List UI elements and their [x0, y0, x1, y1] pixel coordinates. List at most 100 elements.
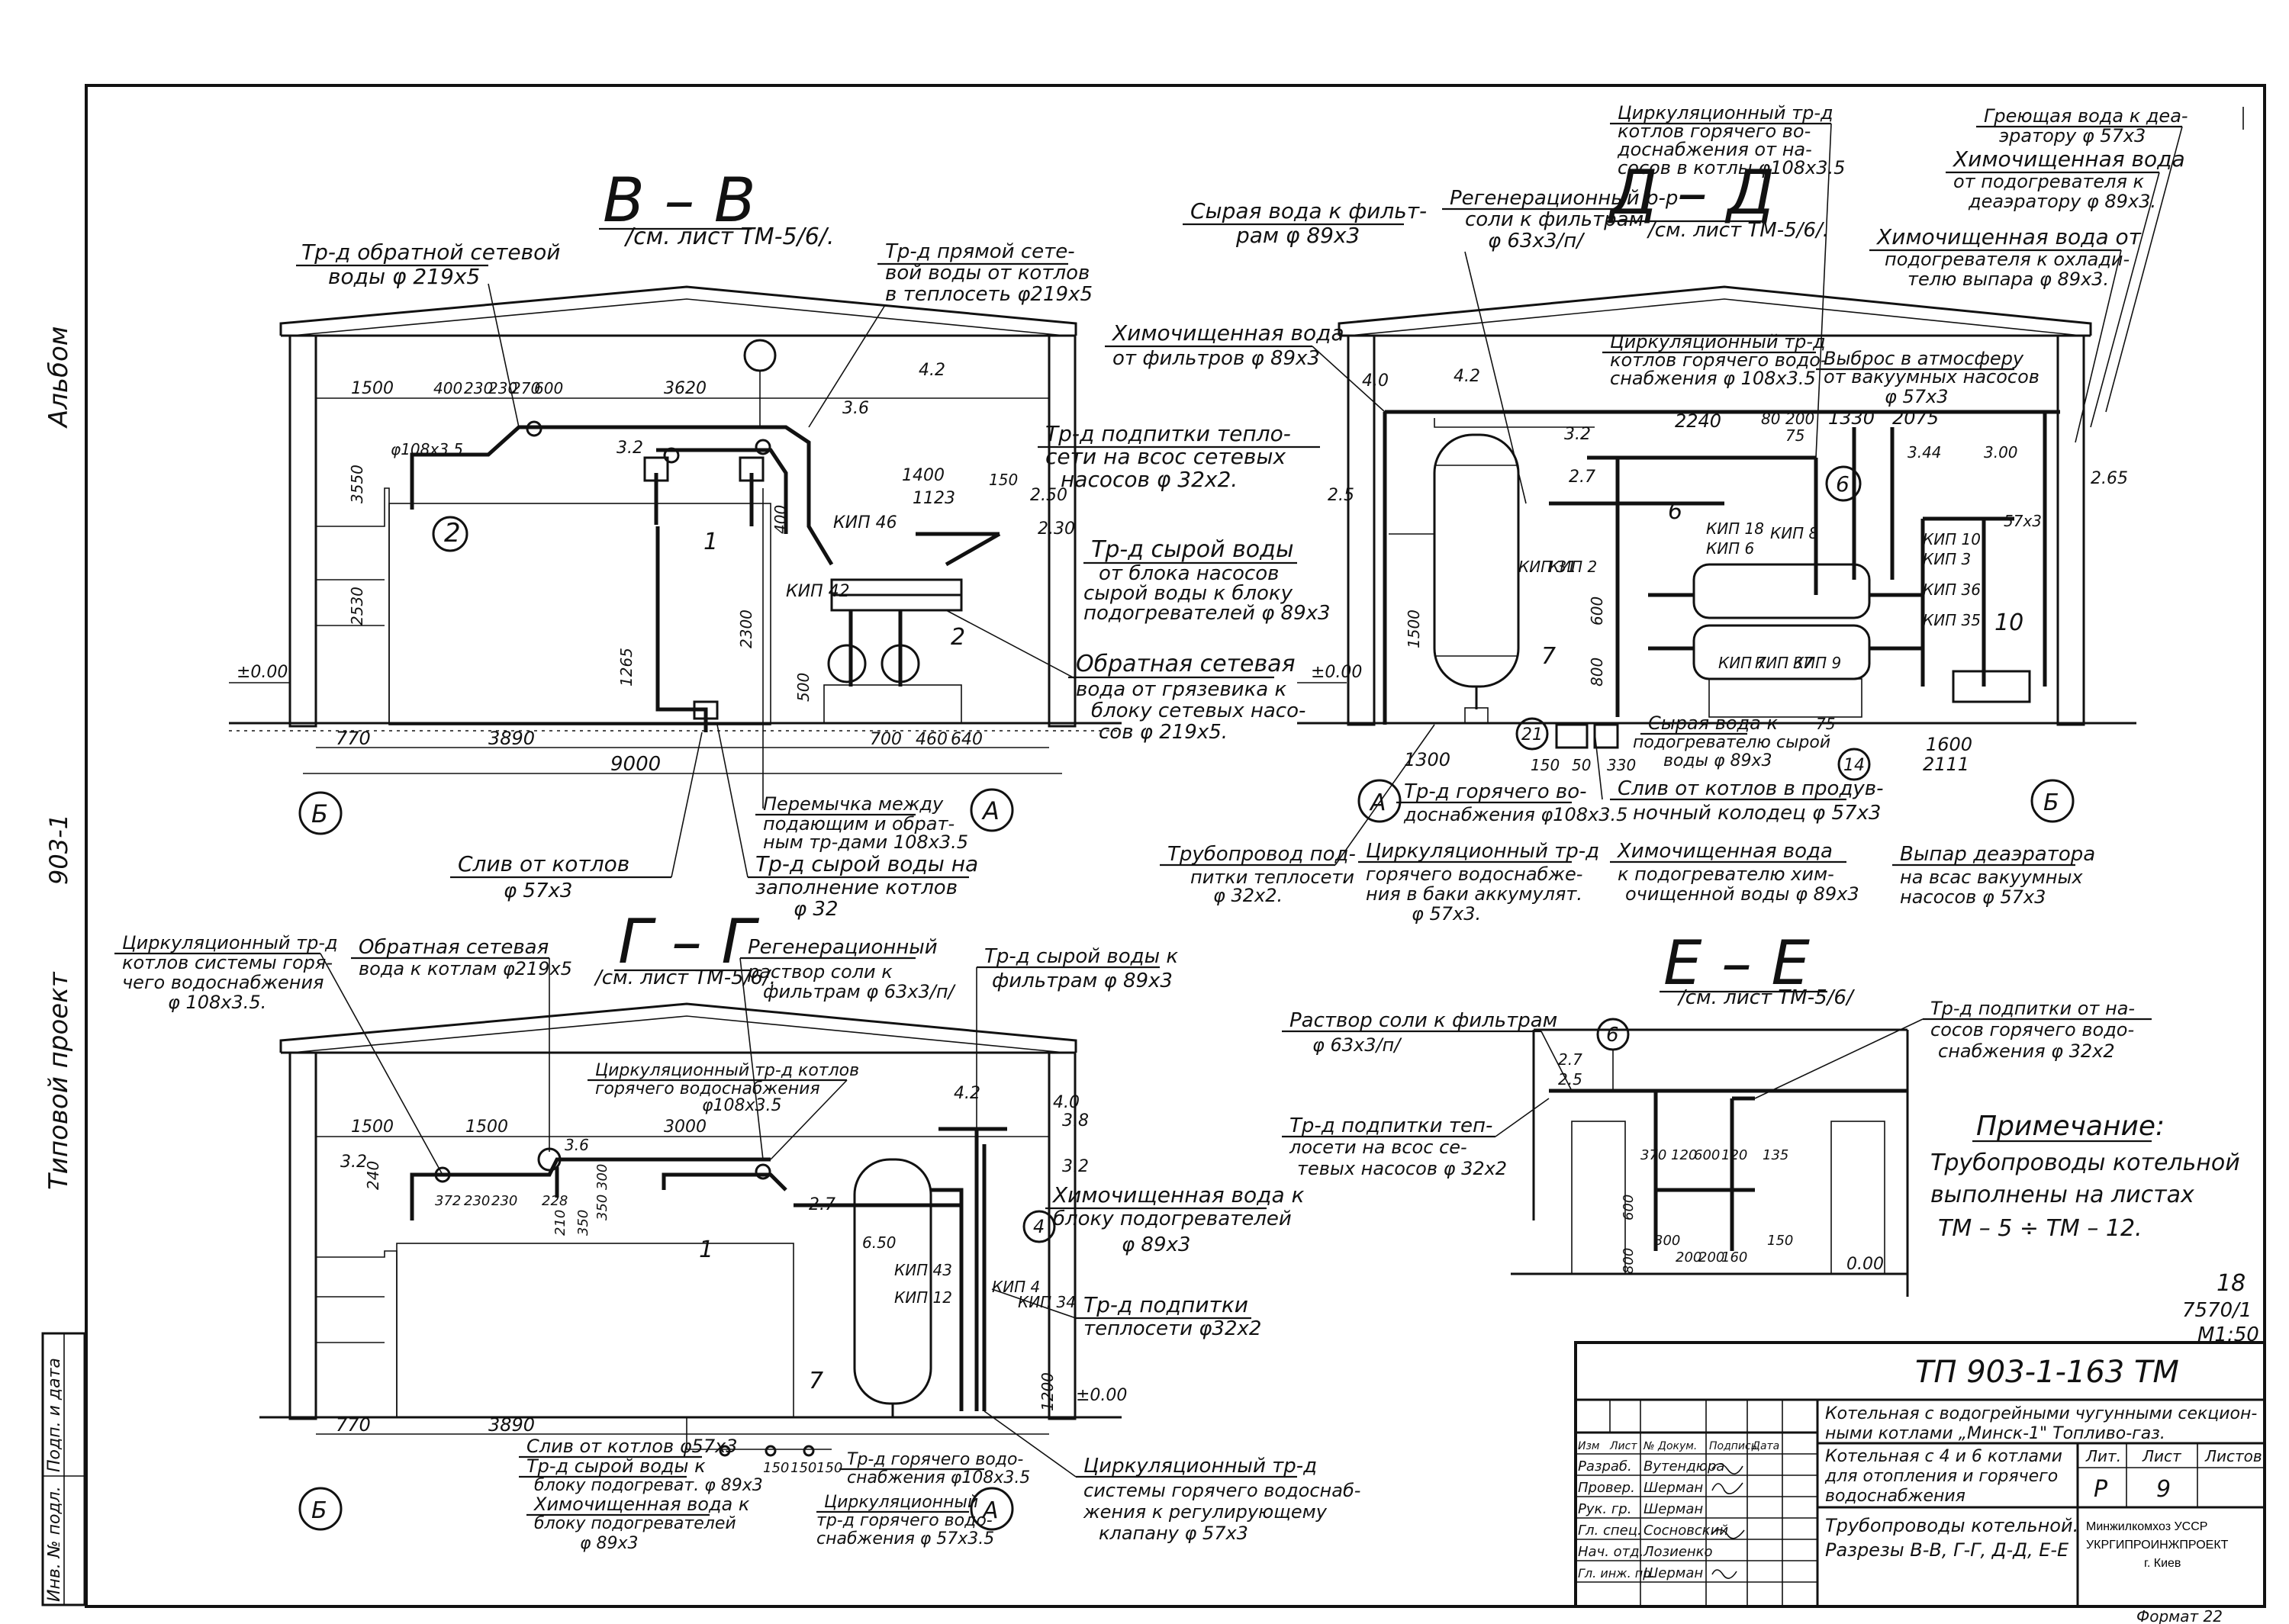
note-block: Примечание: Трубопроводы котельной выпол… [1930, 1111, 2240, 1242]
gg-dim-32: 3.2 [340, 1153, 367, 1172]
dd-label-chem-dea: Химочищенная вода [1952, 146, 2185, 172]
tb-col-list: Лист [1609, 1440, 1637, 1452]
gg-axis-a: А [981, 1497, 999, 1524]
dd-label-raw-heater-3: воды φ 89x3 [1663, 751, 1772, 770]
dd-dim-265: 2.65 [2091, 469, 2128, 488]
dd-label-raw-heater-2: подогревателю сырой [1633, 733, 1830, 752]
format-label: Формат 22 [2136, 1607, 2223, 1624]
gg-kip-12: КИП 12 [894, 1288, 952, 1307]
gg-label-chem-block-3: φ 89x3 [1122, 1233, 1190, 1256]
tb-col-doc: № Докум. [1643, 1440, 1697, 1452]
dd-item-7: 7 [1541, 643, 1556, 670]
vv-label-jumper-3: ным тр-дами 108x3.5 [763, 831, 968, 853]
inv-no-label: Инв. № подл. [45, 1486, 64, 1602]
tb-lit: Р [2094, 1476, 2108, 1503]
gg-label-circ-hot-3: снабжения φ 57x3.5 [816, 1529, 994, 1548]
vv-dim-9000: 9000 [610, 753, 661, 776]
gg-dim-210: 210 [552, 1210, 568, 1236]
vv-label-return-net-2: воды φ 219x5 [328, 264, 480, 289]
dd-item-6b: 6 [1836, 471, 1850, 497]
gg-label-raw-block: Тр-д сырой воды к [526, 1455, 706, 1477]
dd-label-circ-top-2: котлов горячего во- [1618, 121, 1811, 142]
vv-label-makeup-3: насосов φ 32x2. [1061, 467, 1238, 492]
gg-label-chem-heaters: Химочищенная вода к [533, 1494, 750, 1515]
sign-date-label: Подп. и дата [45, 1358, 64, 1472]
ee-dim-370: 370 [1640, 1147, 1666, 1163]
dd-dim-2240: 2240 [1675, 410, 1721, 432]
section-dd-title: Д – Д [1608, 157, 1775, 228]
tb-code: ТП 903-1-163 ТМ [1915, 1355, 2179, 1390]
dd-label-circ-top-4: сосов в котлы φ108x3.5 [1618, 157, 1845, 178]
gg-label-chem-heaters-3: φ 89x3 [580, 1534, 639, 1553]
dd-label-regen: Регенерационный р-р [1450, 187, 1678, 210]
vv-dim-230a: 230 [464, 379, 493, 397]
gg-label-circ-sys-3: чего водоснабжения [122, 972, 324, 993]
vv-dim-460: 460 [916, 730, 948, 749]
vv-label-direct-net: Тр-д прямой сете- [885, 240, 1075, 263]
ee-label-salt: Раствор соли к фильтрам [1289, 1009, 1557, 1032]
dd-label-drain-well-2: ночный колодец φ 57x3 [1633, 802, 1881, 825]
section-dd-ref: /см. лист ТМ-5/6/. [1647, 219, 1829, 242]
gg-dim-350a: 350 [594, 1195, 610, 1220]
dd-label-makeup-pipe-2: питки теплосети [1190, 867, 1354, 888]
gg-dim-230a: 230 [464, 1193, 490, 1209]
ee-item-6: 6 [1606, 1024, 1619, 1047]
dd-dim-800: 800 [1588, 658, 1606, 687]
dd-label-circ-top-3: доснабжения от на- [1617, 139, 1812, 160]
gg-label-circ-boil: Циркуляционный тр-д котлов [595, 1061, 859, 1080]
gg-axis-b: Б [311, 1497, 327, 1524]
dd-kip-3: КИП 3 [1923, 550, 1971, 568]
tb-col-izm: Изм [1578, 1440, 1600, 1452]
vv-dim-3890: 3890 [488, 728, 535, 749]
vv-dim-500: 500 [794, 673, 813, 702]
ee-dim-150: 150 [1767, 1233, 1793, 1249]
dd-item-57x3: 57x3 [2004, 512, 2042, 530]
gg-level-000: ±0.00 [1076, 1386, 1127, 1405]
vv-dim-1500: 1500 [351, 379, 394, 398]
vv-dim-250: 2.50 [1030, 486, 1067, 505]
tb-col-date: Дата [1751, 1440, 1779, 1452]
dd-dim-42: 4.2 [1454, 367, 1480, 386]
dd-label-makeup-pipe: Трубопровод под- [1167, 843, 1356, 866]
vv-label-return-mud-4: сов φ 219x5. [1099, 721, 1228, 744]
section-vv: В – В /см. лист ТМ-5/6/. [229, 165, 1331, 921]
dd-kip-37: КИП 37 [1755, 654, 1813, 672]
ee-label-makeup-net-3: тевых насосов φ 32x2 [1297, 1158, 1507, 1179]
dd-item-6: 6 [1668, 498, 1682, 525]
gg-label-circ-sys-4: φ 108x3.5. [168, 992, 266, 1013]
gg-dim-36: 3.6 [565, 1136, 589, 1154]
tb-desc-2: ными котлами „Минск-1" Топливо-газ. [1825, 1424, 2165, 1443]
gg-label-regen: Регенерационный [748, 936, 938, 959]
dd-label-chem-cool-2: подогревателя к охлади- [1885, 249, 2130, 270]
gg-dim-1200: 1200 [1038, 1372, 1057, 1411]
ee-dim-200b: 200 [1698, 1249, 1724, 1265]
tb-sheet-title-2: Разрезы В-В, Г-Г, Д-Д, Е-Е [1825, 1539, 2069, 1561]
dd-label-circ-mid: Циркуляционный тр-д [1610, 331, 1826, 352]
dd-label-hot-supply-2: доснабжения φ108x3.5 [1403, 804, 1627, 825]
vv-label-direct-net-2: вой воды от котлов [885, 262, 1090, 285]
gg-label-raw-filt-2: фильтрам φ 89x3 [992, 970, 1173, 992]
gg-label-chem-heaters-2: блоку подогревателей [534, 1514, 736, 1533]
vv-dim-700: 700 [870, 730, 902, 749]
ee-label-makeup-net: Тр-д подпитки теп- [1289, 1114, 1492, 1137]
dd-dim-150: 150 [1531, 756, 1560, 774]
ee-dim-27: 2.7 [1558, 1050, 1582, 1069]
gg-label-return-boil: Обратная сетевая [359, 936, 549, 959]
ee-label-makeup-pumps: Тр-д подпитки от на- [1930, 998, 2135, 1019]
tb-head-sheet: Лист [2142, 1447, 2182, 1465]
gg-dim-650: 6.50 [862, 1233, 897, 1252]
vv-item-2b: 2 [951, 624, 965, 651]
project-number: 903-1 [44, 814, 73, 885]
dd-dim-2075: 2075 [1892, 407, 1939, 429]
vv-label-makeup: Тр-д подпитки тепло- [1045, 421, 1291, 446]
signature-1 [1711, 1463, 1743, 1474]
dd-label-vent: Выброс в атмосферу [1824, 348, 2024, 369]
gg-kip-4: КИП 4 [992, 1278, 1040, 1296]
vv-label-drain-2: φ 57x3 [504, 880, 572, 902]
gg-kip-43: КИП 43 [894, 1261, 952, 1279]
vv-dim-770: 770 [336, 728, 371, 749]
ee-dim-25: 2.5 [1558, 1070, 1582, 1089]
ee-dim-300: 300 [1654, 1233, 1680, 1249]
tb-org-3: г. Киев [2144, 1557, 2181, 1570]
tb-role-1: Разраб. [1578, 1458, 1632, 1474]
